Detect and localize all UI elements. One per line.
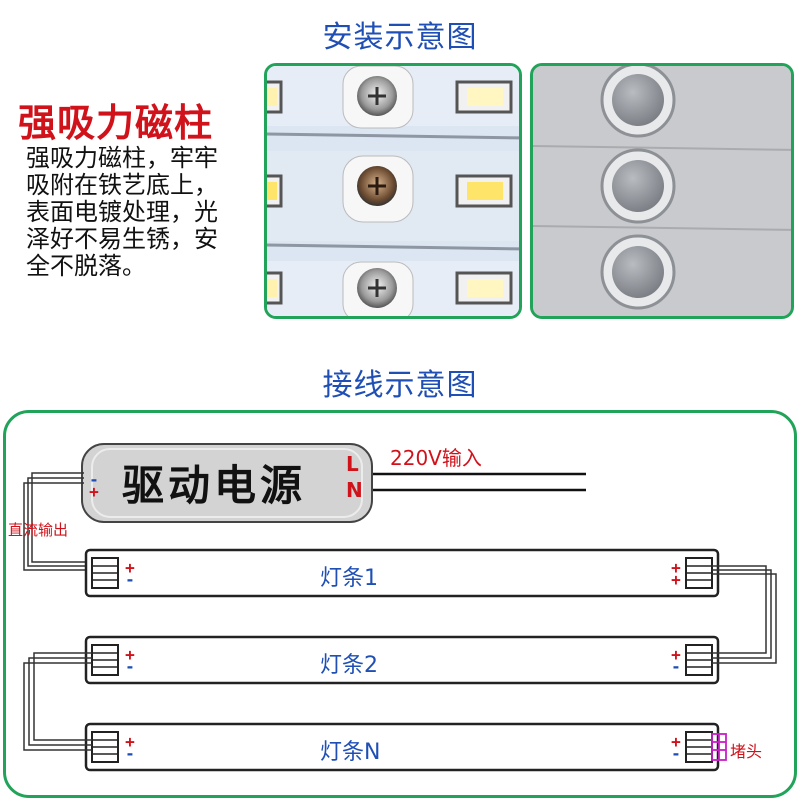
minus-sign: - [671,657,681,676]
plus-sign: + [671,645,681,664]
magnet-3 [600,234,676,310]
magnet-2 [600,148,676,224]
ac-input-wires [372,472,586,492]
minus-sign: - [125,570,135,589]
strip-n-right-polarity: + - [670,732,682,763]
minus-sign: - [671,744,681,763]
ac-input-label: 220V输入 [390,446,482,470]
end-plug-label: 堵头 [730,742,763,761]
feature-description: 强吸力磁柱，牢牢吸附在铁艺底上，表面电镀处理，光泽好不易生锈，安全不脱落。 [26,144,218,280]
strip-n-left-polarity: + - [124,732,136,763]
psu-minus-sign: - [89,470,99,489]
pin-l-label: L [346,452,359,476]
led-board-photo [264,63,522,319]
minus-sign: - [125,657,135,676]
strip-n-label: 灯条N [320,740,381,765]
minus-sign: - [125,744,135,763]
link-wires-2-n [23,652,92,751]
plus-sign: + [125,645,135,664]
led-chips [267,80,513,305]
end-plug-icon [711,733,727,761]
pin-n-label: N [346,478,363,502]
strip-2-label: 灯条2 [320,653,378,678]
screw-bottom [342,261,414,316]
strip-1-label: 灯条1 [320,566,378,591]
link-wires-1-2 [712,565,777,664]
screw-middle [342,155,414,223]
screw-top [342,66,414,129]
led-strip-n [84,722,720,772]
dc-output-wires [23,472,92,571]
psu-polarity: - + [88,470,100,501]
connector-pins [92,565,712,755]
wiring-diagram-title: 接线示意图 [322,368,478,403]
magnet-1 [600,66,676,138]
install-diagram-title: 安装示意图 [322,20,478,55]
power-supply-label: 驱动电源 [122,461,307,510]
dc-output-label: 直流输出 [8,521,69,539]
strip-1-left-polarity: + - [124,558,136,589]
magnet-pillars-photo [530,63,794,319]
plus-sign: + [671,570,681,589]
led-strip-1 [84,548,720,598]
plus-sign: + [125,558,135,577]
feature-heading: 强吸力磁柱 [18,101,214,145]
strip-2-right-polarity: + - [670,645,682,676]
plus-sign: + [671,558,681,577]
plus-sign: + [125,732,135,751]
plus-sign: + [671,732,681,751]
psu-plus-sign: + [89,482,99,501]
strip-1-right-polarity: + + [670,558,682,589]
led-strip-2 [84,635,720,685]
strip-2-left-polarity: + - [124,645,136,676]
